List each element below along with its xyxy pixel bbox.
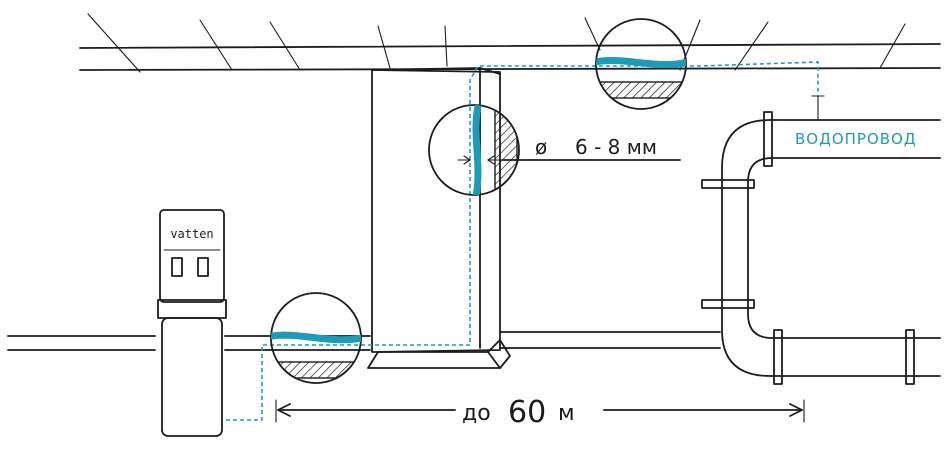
distance-unit: м: [558, 401, 575, 426]
distance-dimension: [275, 399, 805, 423]
pipe-label: ВОДОПРОВОД: [795, 130, 917, 148]
distance-prefix: до: [462, 401, 491, 426]
ceiling-beam: [79, 13, 941, 73]
magnifier-wall: [428, 104, 681, 196]
diameter-label: 6 - 8 мм: [575, 135, 657, 159]
cooler-brand-logo: vatten: [170, 227, 213, 241]
floor-line: [7, 331, 721, 351]
diameter-symbol: ø: [535, 135, 547, 159]
magnifier-floor: [270, 292, 362, 384]
magnifier-ceiling: [595, 18, 687, 110]
wall-column: [367, 67, 511, 369]
distance-value: 60: [508, 395, 546, 430]
water-pipe: [701, 95, 941, 385]
water-cooler: [157, 209, 227, 437]
connection-tube: [226, 61, 819, 421]
